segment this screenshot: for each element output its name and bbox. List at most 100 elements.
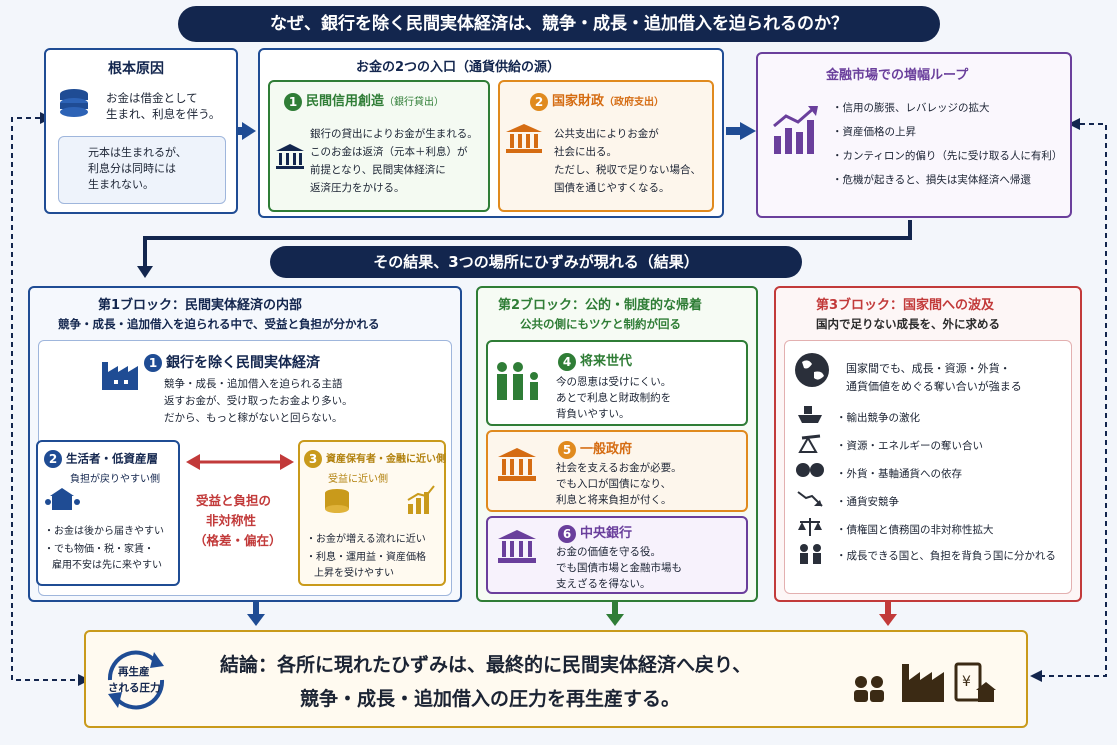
household-icon — [45, 488, 80, 510]
gov-building-icon — [498, 448, 536, 481]
block3-intro: 通貨価値をめぐる奪い合いが強まる — [846, 380, 1022, 393]
block3-item: ・成長できる国と、負担を背負う国に分かれる — [836, 550, 1056, 562]
bank-icon — [276, 144, 304, 169]
root-cause-note1: 元本は生まれるが、 — [88, 146, 187, 159]
credit-line: 銀行の貸出によりお金が生まれる。 — [310, 128, 478, 140]
block2-heading: 第2ブロック：公的・制度的な帰着 — [498, 298, 703, 313]
amplify-item: ・危機が起きると、損失は実体経済へ帰還 — [832, 174, 1031, 186]
gov-box — [486, 430, 748, 512]
conclusion-line2: 競争・成長・追加借入の圧力を再生産する。 — [300, 688, 681, 710]
cb-line: でも国債市場と金融市場も — [556, 562, 682, 574]
asymmetry-text: （格差・偏在） — [194, 533, 282, 548]
block3-item: ・通貨安競争 — [836, 496, 899, 508]
factory-small-icon — [902, 664, 944, 702]
credit-line: このお金は返済（元本＋利息）が — [310, 146, 468, 158]
svg-text:¥: ¥ — [962, 674, 971, 690]
conclusion-line1: 結論：各所に現れたひずみは、最終的に民間実体経済へ戻り、 — [220, 654, 752, 676]
people-icon — [800, 544, 821, 564]
holders-box — [298, 440, 446, 586]
growth-chart-icon — [407, 485, 435, 514]
cycle-label: される圧力 — [108, 682, 161, 694]
future-box — [486, 340, 748, 426]
cycle-label: 再生産 — [118, 666, 150, 678]
living-item: 雇用不安は先に来やすい — [52, 560, 162, 571]
block3-heading: 第3ブロック：国家間への波及 — [816, 298, 995, 313]
fiscal-line: 国債を通じやすくなる。 — [554, 182, 670, 194]
block3-item: ・資源・エネルギーの奪い合い — [836, 440, 983, 452]
root-cause-note — [58, 136, 226, 204]
title-banner: なぜ、銀行を除く民間実体経済は、競争・成長・追加借入を迫られるのか？ — [178, 6, 940, 42]
family-icon — [497, 362, 538, 400]
root-cause-line1: お金は借金として — [106, 91, 198, 105]
rising-chart-icon — [773, 106, 818, 154]
gov-line: でも入口が国債になり、 — [556, 478, 672, 490]
gov-line: 利息と将来負担が付く。 — [556, 494, 672, 506]
root-cause-heading: 根本原因 — [108, 61, 164, 77]
root-cause-note2: 利息分は同時には — [88, 162, 176, 175]
block1-main-line: 競争・成長・追加借入を迫られる主語 — [164, 378, 343, 390]
cycle-arrows-icon — [107, 650, 165, 710]
credit-box — [268, 80, 490, 212]
cb-line: お金の価値を守る役。 — [556, 546, 661, 558]
amplify-item: ・カンティロン的偏り（先に受け取る人に有利） — [832, 150, 1063, 162]
root-cause-line2: 生まれ、利息を伴う。 — [106, 107, 221, 121]
block1-main-line: だから、もっと稼がないと回らない。 — [164, 412, 343, 424]
asymmetry-text: 非対称性 — [206, 513, 257, 528]
people-pair-icon — [854, 676, 884, 702]
cb-line: 支えざるを得ない。 — [556, 578, 651, 590]
fiscal-line: ただし、税収で足りない場合、 — [554, 164, 701, 176]
oil-pump-icon — [798, 434, 821, 453]
fiscal-line: 公共支出によりお金が — [554, 128, 659, 140]
amplify-item: ・信用の膨張、レバレッジの拡大 — [832, 102, 990, 114]
factory-icon — [102, 362, 138, 390]
government-building-icon — [506, 124, 542, 153]
holders-item: ・利息・運用益・資産価格 — [306, 552, 426, 563]
block2-sub: 公共の側にもツケと制約が回る — [520, 317, 681, 331]
central-bank-icon — [498, 530, 536, 563]
credit-line: 返済圧力をかける。 — [310, 182, 405, 194]
result-banner: その結果、3つの場所にひずみが現れる（結果） — [270, 246, 802, 278]
root-cause-note3: 生まれない。 — [88, 178, 154, 191]
block1-main-line: 返すお金が、受け取ったお金より多い。 — [164, 395, 353, 407]
block1-heading: 第1ブロック：民間実体経済の内部 — [98, 298, 303, 313]
living-item: ・お金は後から届きやすい — [44, 526, 164, 537]
amplify-heading: 金融市場での増幅ループ — [826, 68, 969, 83]
block3-intro: 国家間でも、成長・資源・外貨・ — [846, 362, 1011, 375]
block3-item: ・外貨・基軸通貨への依存 — [836, 468, 962, 480]
living-item: ・でも物価・税・家賃・ — [44, 544, 154, 555]
credit-line: 前提となり、民間実体経済に — [310, 164, 446, 176]
gold-coins-icon — [325, 489, 349, 513]
future-line: 背負いやすい。 — [556, 408, 630, 420]
block3-sub: 国内で足りない成長を、外に求める — [816, 317, 1000, 331]
block1-sub: 競争・成長・追加借入を迫られる中で、受益と負担が分かれる — [58, 317, 380, 331]
living-sub: 負担が戻りやすい側 — [70, 474, 160, 485]
holders-item: 上昇を受けやすい — [314, 568, 394, 579]
money-house-icon: ¥ — [954, 662, 996, 702]
future-line: あとで利息と財政制約を — [556, 392, 672, 404]
entrances-heading: お金の2つの入口（通貨供給の源） — [356, 60, 561, 75]
ship-icon — [798, 406, 822, 423]
block3-item: ・輸出競争の激化 — [836, 412, 920, 424]
currency-icon — [796, 463, 824, 477]
block3-item: ・債権国と債務国の非対称性拡大 — [836, 524, 994, 536]
conclusion-box — [84, 630, 1028, 728]
asymmetry-arrow — [186, 454, 294, 470]
globe-icon — [795, 353, 829, 387]
future-line: 今の恩恵は受けにくい。 — [556, 376, 672, 388]
gov-line: 社会を支えるお金が必要。 — [556, 462, 682, 474]
fiscal-line: 社会に出る。 — [554, 146, 617, 158]
asymmetry-text: 受益と負担の — [196, 493, 272, 508]
holders-sub: 受益に近い側 — [328, 474, 388, 485]
down-chart-icon — [797, 491, 823, 507]
scale-icon — [798, 518, 822, 536]
